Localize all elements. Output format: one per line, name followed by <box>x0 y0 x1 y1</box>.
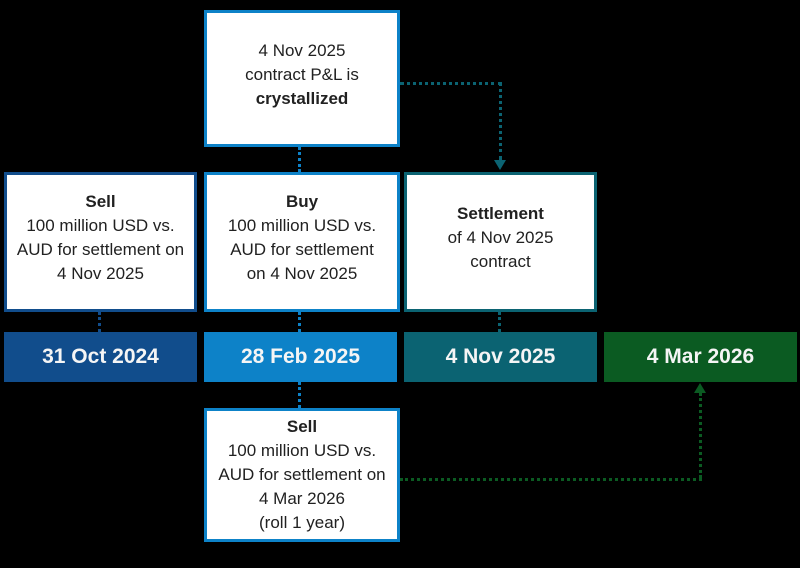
box-line: 100 million USD vs. <box>26 216 175 235</box>
box-title: Settlement <box>457 204 544 223</box>
box-title: Sell <box>85 192 116 211</box>
box-line: of 4 Nov 2025 <box>447 228 554 247</box>
box-line: on 4 Nov 2025 <box>246 264 358 283</box>
timeline-bar-28-feb-2025: 28 Feb 2025 <box>204 332 397 382</box>
box-line: AUD for settlement on <box>218 465 386 484</box>
connector-buy-to-28feb <box>298 312 301 332</box>
box-line: AUD for settlement on <box>16 240 185 259</box>
arrow-roll-to-4mar-vertical <box>699 393 702 478</box>
connector-crystallized-to-buy <box>298 147 301 172</box>
timeline-date-label: 31 Oct 2024 <box>42 345 159 368</box>
connector-28feb-to-sell-roll <box>298 382 301 408</box>
box-sell-mar-2026: Sell 100 million USD vs. AUD for settlem… <box>204 408 400 542</box>
arrow-roll-to-4mar-horizontal <box>400 478 702 481</box>
box-line: contract P&L is <box>245 64 359 84</box>
box-line: 4 Nov 2025 <box>57 264 144 283</box>
timeline-bar-4-mar-2026: 4 Mar 2026 <box>604 332 797 382</box>
box-line: 100 million USD vs. <box>227 216 377 235</box>
box-line: (roll 1 year) <box>259 513 345 532</box>
box-settlement: Settlement of 4 Nov 2025 contract <box>404 172 597 312</box>
arrow-crystallized-to-settlement-horizontal <box>400 82 502 85</box>
box-line: contract <box>470 252 531 271</box>
box-title: Sell <box>286 417 318 436</box>
box-line: 100 million USD vs. <box>227 441 377 460</box>
connector-sell-to-31oct <box>98 312 101 332</box>
box-line: 4 Nov 2025 <box>258 40 346 60</box>
timeline-bar-31-oct-2024: 31 Oct 2024 <box>4 332 197 382</box>
timeline-date-label: 4 Mar 2026 <box>646 345 755 368</box>
box-buy-nov-2025: Buy 100 million USD vs. AUD for settleme… <box>204 172 400 312</box>
box-line: AUD for settlement <box>230 240 374 259</box>
arrow-crystallized-to-settlement-vertical <box>499 82 502 160</box>
box-line: 4 Mar 2026 <box>259 489 345 508</box>
connector-settlement-to-4nov <box>498 312 501 332</box>
timeline-bar-4-nov-2025: 4 Nov 2025 <box>404 332 597 382</box>
arrowhead-up-4mar-icon <box>694 383 706 393</box>
timeline-date-label: 28 Feb 2025 <box>240 345 361 368</box>
box-title: Buy <box>285 192 319 211</box>
arrowhead-down-settlement-icon <box>494 160 506 170</box>
box-sell-nov-2025: Sell 100 million USD vs. AUD for settlem… <box>4 172 197 312</box>
timeline-date-label: 4 Nov 2025 <box>445 345 556 368</box>
box-line-bold: crystallized <box>255 88 349 108</box>
box-crystallized: 4 Nov 2025 contract P&L is crystallized <box>204 10 400 147</box>
